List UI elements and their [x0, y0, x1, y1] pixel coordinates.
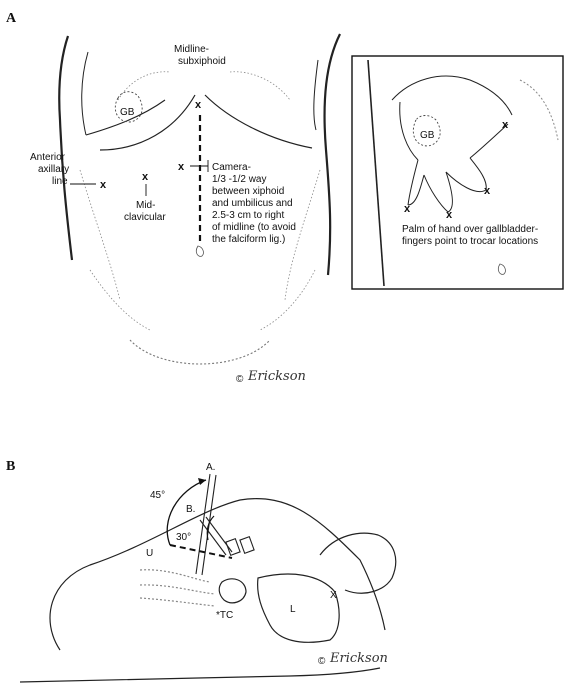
angle-30-label: 30°	[176, 532, 191, 543]
copyright-a: ©	[236, 374, 244, 385]
label-tc: *TC	[216, 610, 233, 621]
inset-mark-3: x	[446, 209, 453, 221]
camera-path-dashed	[170, 545, 232, 558]
trocar-mark-camera: x	[178, 161, 185, 173]
signature-b: Erickson	[329, 651, 388, 666]
panel-a-letter: A	[6, 11, 17, 26]
label-u: U	[146, 548, 153, 559]
umbilicus-icon	[196, 246, 203, 256]
trocar-mark-midclavicular: x	[142, 171, 149, 183]
arc-45-arrowhead	[198, 478, 206, 485]
trocar-mark-axillary: x	[100, 179, 107, 191]
signature-a: Erickson	[247, 369, 306, 384]
label-b: B.	[186, 504, 195, 515]
gb-label: GB	[120, 107, 135, 118]
inset-caption-2: fingers point to trocar locations	[402, 236, 538, 247]
camera-label-6: of midline (to avoid	[212, 222, 296, 233]
camera-label-1: Camera-	[212, 162, 251, 173]
copyright-b: ©	[318, 656, 326, 667]
inset-mark-1: x	[502, 119, 509, 131]
inset-gb-label: GB	[420, 130, 435, 141]
axillary-label-3: line	[52, 176, 68, 187]
midclavicular-label-2: clavicular	[124, 212, 166, 223]
inset-mark-4: x	[484, 185, 491, 197]
inset-mark-2: x	[404, 203, 411, 215]
midclavicular-label-1: Mid-	[136, 200, 155, 211]
axillary-label-2: axillary	[38, 164, 69, 175]
camera-label-3: between xiphoid	[212, 186, 284, 197]
panel-b-letter: B	[6, 459, 15, 474]
midline-label-2: subxiphoid	[178, 56, 226, 67]
label-a: A.	[206, 462, 215, 473]
inset-caption-1: Palm of hand over gallbladder-	[402, 224, 538, 235]
inset-frame	[352, 56, 563, 289]
trocar-mark-midline: x	[195, 99, 202, 111]
trocar-b	[200, 517, 254, 555]
axillary-label-1: Anterior	[30, 152, 66, 163]
trocar-a	[196, 474, 216, 575]
angle-45-label: 45°	[150, 490, 165, 501]
label-l: L	[290, 604, 296, 615]
camera-label-5: 2.5-3 cm to right	[212, 210, 284, 221]
camera-label-4: and umbilicus and	[212, 198, 293, 209]
camera-label-2: 1/3 -1/2 way	[212, 174, 266, 185]
camera-label-7: the falciform lig.)	[212, 234, 285, 245]
label-x: X	[330, 590, 337, 601]
midline-label-1: Midline-	[174, 44, 209, 55]
